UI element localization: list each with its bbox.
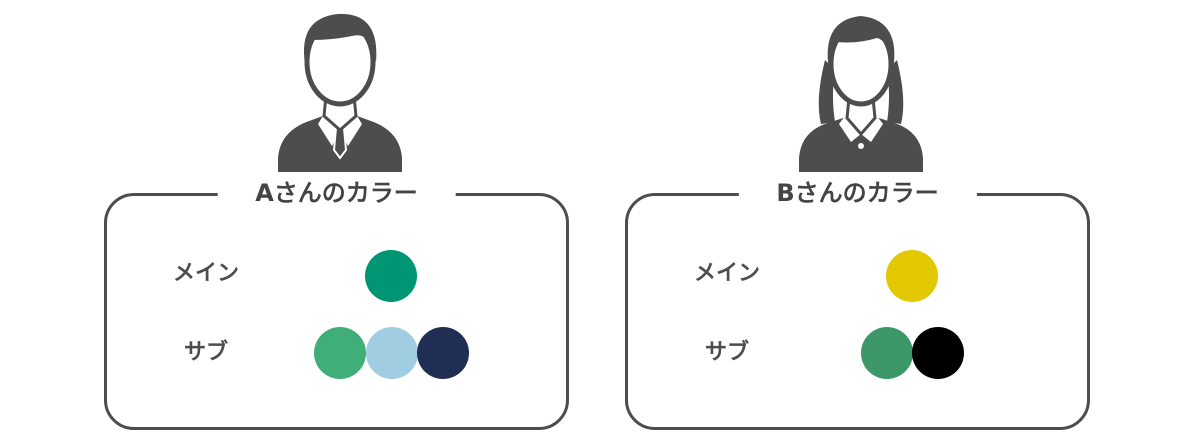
main-color-swatch (886, 250, 938, 302)
sub-color-swatch (912, 327, 964, 379)
panel-title: Bさんのカラー (738, 176, 977, 210)
main-label: メイン (694, 261, 761, 286)
color-panel-a: Aさんのカラー メイン サブ (104, 176, 569, 430)
sub-label: サブ (184, 340, 229, 365)
color-panel-b: メイン Bさんのカラー サブ (625, 176, 1090, 430)
main-label: メイン (173, 261, 240, 286)
businesswoman-icon (781, 0, 941, 172)
main-color-swatch (365, 250, 417, 302)
sub-color-swatch (861, 327, 913, 379)
sub-color-swatch (314, 327, 366, 379)
sub-label: サブ (705, 340, 750, 365)
panel-title: Aさんのカラー (217, 176, 456, 210)
sub-color-swatch (417, 327, 469, 379)
sub-color-swatch (366, 327, 418, 379)
businessman-icon (260, 0, 420, 172)
